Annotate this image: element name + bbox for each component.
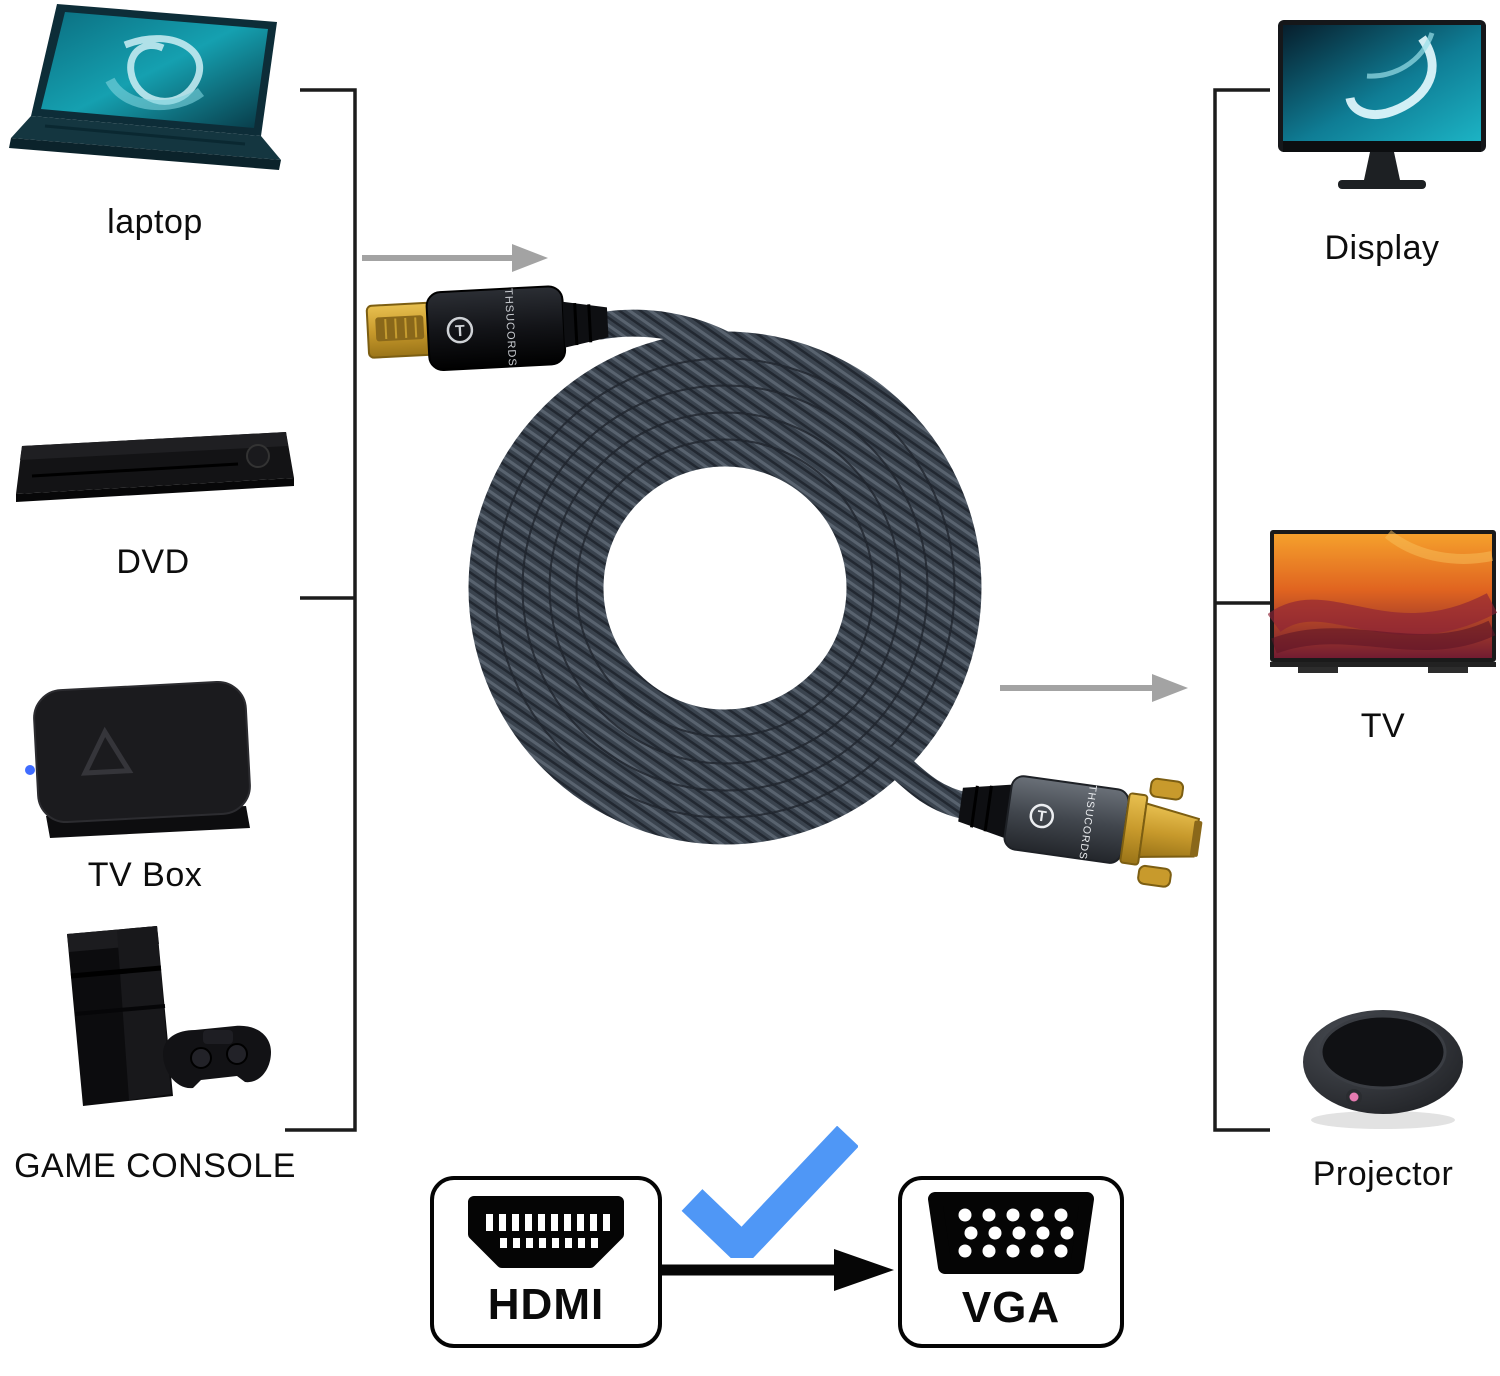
output-device-display: Display [1272, 18, 1492, 268]
dvd-player-image [16, 432, 294, 502]
source-device-game-console: GAME CONSOLE [5, 918, 305, 1186]
source-device-laptop: laptop [5, 0, 305, 242]
source-device-tv-box: TV Box [10, 678, 280, 895]
brand-logo: T [455, 323, 466, 341]
brand-text: THSUCORDS [502, 288, 518, 367]
output-device-projector: Projector [1288, 994, 1478, 1194]
brand-logo: T [1036, 807, 1047, 825]
monitor-image [1278, 20, 1486, 189]
hdmi-strain-relief [562, 301, 609, 348]
hdmi-port-box: HDMI [430, 1176, 662, 1348]
laptop-image [9, 4, 281, 170]
hdmi-connector-body [425, 285, 567, 372]
conversion-arrow-icon [660, 1249, 894, 1291]
left-bracket [285, 88, 357, 1132]
projector-image [1303, 1010, 1463, 1129]
hdmi-label: HDMI [487, 1280, 605, 1329]
vga-direction-arrow-icon [1000, 674, 1188, 702]
device-label: laptop [107, 203, 203, 241]
device-label: DVD [116, 543, 190, 581]
right-bracket [1213, 88, 1270, 1132]
vga-connector-body [1003, 775, 1130, 864]
vga-connector: T THSUCORDS [958, 775, 1203, 888]
output-device-tv: TV [1267, 528, 1498, 746]
vga-port-icon [928, 1192, 1094, 1274]
hdmi-direction-arrow-icon [362, 244, 548, 272]
device-label: GAME CONSOLE [14, 1147, 296, 1185]
cable-coil [468, 309, 982, 845]
source-device-dvd: DVD [8, 420, 298, 582]
hdmi-port-icon [468, 1196, 624, 1268]
device-label: TV [1360, 707, 1406, 745]
device-label: Projector [1312, 1155, 1454, 1193]
game-console-image [67, 926, 271, 1106]
vga-label: VGA [961, 1283, 1061, 1332]
hdmi-connector: T THSUCORDS [365, 285, 609, 372]
device-label: Display [1324, 229, 1440, 267]
game-controller-image [163, 1025, 271, 1089]
tv-box-image [25, 680, 251, 838]
check-icon [681, 1126, 858, 1258]
vga-port-box: VGA [898, 1176, 1124, 1348]
tv-image [1267, 530, 1498, 673]
device-label: TV Box [87, 856, 203, 894]
